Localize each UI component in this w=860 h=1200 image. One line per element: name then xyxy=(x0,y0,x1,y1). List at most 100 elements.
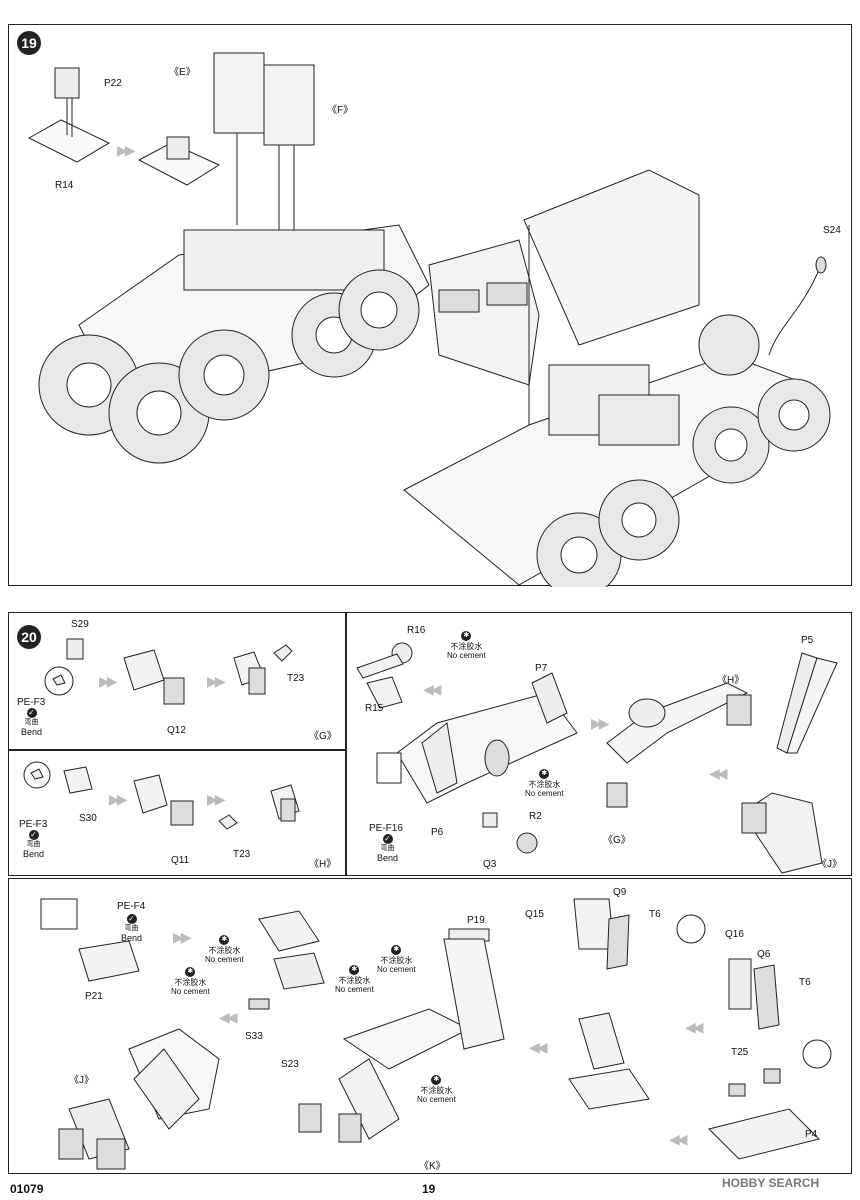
bend-cn: 弯曲 xyxy=(380,845,395,852)
catalog-code: 01079 xyxy=(10,1182,44,1196)
direction-arrow: ◀◀ xyxy=(669,1131,687,1147)
label-j-ref: 《J》 xyxy=(817,859,842,870)
page-number: 19 xyxy=(422,1182,436,1196)
no-cement-cn: 不涂胶水 xyxy=(338,976,371,985)
part-p22 xyxy=(54,67,80,99)
label-r16: R16 xyxy=(407,625,426,636)
label-t23: T23 xyxy=(287,673,305,684)
direction-arrow: ◀◀ xyxy=(709,765,727,781)
label-r2: R2 xyxy=(529,811,542,822)
direction-arrow: ▶▶ xyxy=(173,929,191,945)
no-cement-icon: ✱ xyxy=(461,631,472,641)
no-cement-text: No cement xyxy=(377,965,416,974)
label-p5: P5 xyxy=(801,635,814,646)
label-p22: P22 xyxy=(104,78,122,89)
label-s23: S23 xyxy=(281,1059,299,1070)
bend-note: ✓ 弯曲 Bend xyxy=(121,913,142,943)
step-19-illustration xyxy=(27,52,831,587)
label-s33: S33 xyxy=(245,1031,263,1042)
label-pe-f3: PE-F3 xyxy=(17,697,46,708)
no-cement-icon: ✱ xyxy=(391,945,402,955)
bend-note: ✓ 弯曲 Bend xyxy=(377,833,398,863)
bend-note: ✓ 弯曲 Bend xyxy=(23,829,44,859)
direction-arrow: ◀◀ xyxy=(685,1019,703,1035)
step-20-number: 20 xyxy=(21,629,37,645)
bend-note: ✓ 弯曲 Bend xyxy=(21,707,42,737)
step-20-badge: 20 xyxy=(17,625,41,649)
label-h-ref: 《H》 xyxy=(717,675,745,686)
bend-cn: 弯曲 xyxy=(124,925,139,932)
check-icon: ✓ xyxy=(382,834,393,844)
direction-arrow: ◀◀ xyxy=(219,1009,237,1025)
step-number-badge: 19 xyxy=(17,31,41,55)
check-icon: ✓ xyxy=(28,830,39,840)
no-cement-note: ✱ 不涂胶水 No cement xyxy=(525,769,564,798)
label-j-ref: 《J》 xyxy=(69,1075,94,1086)
label-g-ref: 《G》 xyxy=(309,731,337,742)
label-p4: P4 xyxy=(805,1129,818,1140)
no-cement-text: No cement xyxy=(525,789,564,798)
no-cement-icon: ✱ xyxy=(219,935,230,945)
label-k-ref: 《K》 xyxy=(419,1161,446,1172)
no-cement-cn: 不涂胶水 xyxy=(450,642,483,651)
label-p7: P7 xyxy=(535,663,548,674)
no-cement-cn: 不涂胶水 xyxy=(174,978,207,987)
no-cement-note: ✱ 不涂胶水 No cement xyxy=(447,631,486,660)
direction-arrow: ▶▶ xyxy=(207,791,225,807)
no-cement-text: No cement xyxy=(171,987,210,996)
label-q16: Q16 xyxy=(725,929,744,940)
tank-f xyxy=(263,64,315,146)
label-s24: S24 xyxy=(823,225,841,236)
check-icon: ✓ xyxy=(126,914,137,924)
no-cement-text: No cement xyxy=(417,1095,456,1104)
label-e-ref: 《E》 xyxy=(169,67,196,78)
step-20-j-panel: R16 R15 ✱ 不涂胶水 No cement P7 《H》 P5 ✱ 不涂胶… xyxy=(346,612,852,876)
step-20-g-panel: 19 20 S29 PE-F3 ✓ 弯曲 Bend ▶▶ ▶▶ Q12 T23 … xyxy=(8,612,346,750)
watermark: HOBBY SEARCH xyxy=(722,1176,820,1190)
step-19-panel: 19 P22 R14 《E》 《F》 S24 ▶▶ xyxy=(8,24,852,587)
label-p6: P6 xyxy=(431,827,444,838)
bend-text: Bend xyxy=(21,727,43,737)
part-cab xyxy=(428,239,540,386)
no-cement-icon: ✱ xyxy=(349,965,360,975)
label-pe-f3: PE-F3 xyxy=(19,819,48,830)
bend-text: Bend xyxy=(23,849,45,859)
no-cement-text: No cement xyxy=(335,985,374,994)
bend-text: Bend xyxy=(377,853,399,863)
direction-arrow: ▶▶ xyxy=(591,715,609,731)
label-t6b: T6 xyxy=(799,977,811,988)
no-cement-cn: 不涂胶水 xyxy=(380,956,413,965)
no-cement-text: No cement xyxy=(205,955,244,964)
no-cement-cn: 不涂胶水 xyxy=(528,780,561,789)
bend-text: Bend xyxy=(121,933,143,943)
no-cement-cn: 不涂胶水 xyxy=(208,946,241,955)
step-20-h-panel: PE-F3 ✓ 弯曲 Bend S30 ▶▶ ▶▶ Q11 T23 《H》 xyxy=(8,750,346,876)
direction-arrow: ▶▶ xyxy=(99,673,117,689)
label-p21: P21 xyxy=(85,991,103,1002)
label-q3: Q3 xyxy=(483,859,497,870)
no-cement-icon: ✱ xyxy=(431,1075,442,1085)
direction-arrow: ▶▶ xyxy=(207,673,225,689)
label-pe-f16: PE-F16 xyxy=(369,823,403,834)
label-t25: T25 xyxy=(731,1047,749,1058)
label-q15: Q15 xyxy=(525,909,544,920)
direction-arrow: ▶▶ xyxy=(117,142,135,158)
no-cement-text: No cement xyxy=(447,651,486,660)
label-t23: T23 xyxy=(233,849,251,860)
direction-arrow: ▶▶ xyxy=(109,791,127,807)
no-cement-icon: ✱ xyxy=(185,967,196,977)
tank-e xyxy=(213,52,265,134)
part-r14 xyxy=(27,119,111,163)
no-cement-note: ✱ 不涂胶水 No cement xyxy=(335,965,374,994)
bend-cn: 弯曲 xyxy=(26,841,41,848)
bend-cn: 弯曲 xyxy=(24,719,39,726)
label-g-ref: 《G》 xyxy=(603,835,631,846)
label-f-ref: 《F》 xyxy=(327,105,354,116)
direction-arrow: ◀◀ xyxy=(529,1039,547,1055)
label-s30: S30 xyxy=(79,813,97,824)
direction-arrow: ◀◀ xyxy=(423,681,441,697)
no-cement-note: ✱ 不涂胶水 No cement xyxy=(377,945,416,974)
no-cement-cn: 不涂胶水 xyxy=(420,1086,453,1095)
label-q9: Q9 xyxy=(613,887,627,898)
label-q12: Q12 xyxy=(167,725,186,736)
